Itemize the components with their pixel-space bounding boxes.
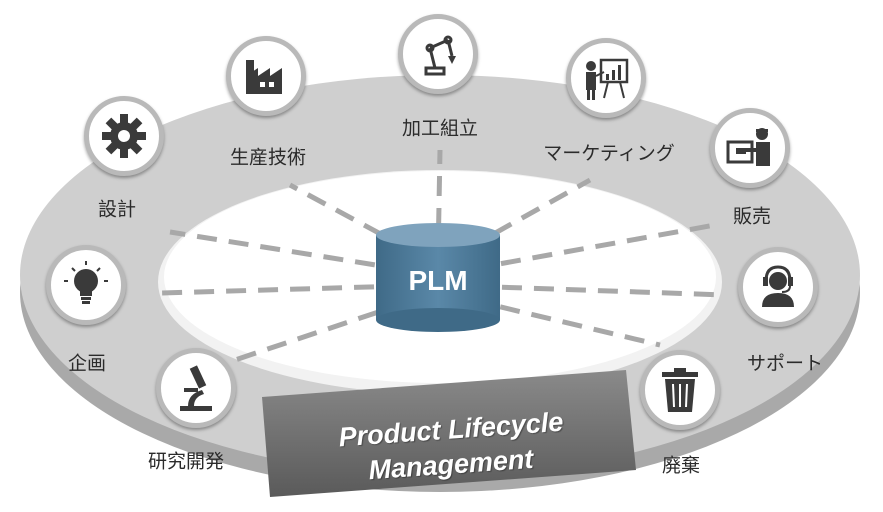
sales-counter-icon <box>726 128 770 166</box>
planning-label: 企画 <box>67 352 107 375</box>
plm-label: PLM <box>408 265 468 296</box>
factory-icon <box>246 60 282 94</box>
headset-icon <box>762 265 794 307</box>
robot-arm-icon <box>424 35 456 76</box>
production-engineering-node <box>226 36 306 116</box>
processing-assembly-node <box>398 14 478 94</box>
marketing-node <box>566 38 646 118</box>
gear-icon <box>102 114 146 158</box>
plm-database-cylinder <box>376 223 500 332</box>
sales-label: 販売 <box>732 205 772 228</box>
research-development-label: 研究開発 <box>147 450 225 473</box>
presentation-icon <box>586 58 629 100</box>
support-label: サポート <box>746 352 824 375</box>
microscope-icon <box>180 365 212 411</box>
lightbulb-icon <box>64 261 108 304</box>
production-engineering-label: 生産技術 <box>229 146 307 169</box>
sales-node <box>710 108 790 188</box>
trash-can-icon <box>662 368 698 412</box>
disposal-label: 廃棄 <box>661 454 701 477</box>
research-development-node <box>156 348 236 428</box>
planning-node <box>46 245 126 325</box>
design-label: 設計 <box>97 198 137 221</box>
support-node <box>738 247 818 327</box>
disposal-node <box>640 350 720 430</box>
design-node <box>84 96 164 176</box>
banner-plate <box>262 370 636 497</box>
processing-assembly-label: 加工組立 <box>401 117 479 140</box>
marketing-label: マーケティング <box>543 142 675 165</box>
